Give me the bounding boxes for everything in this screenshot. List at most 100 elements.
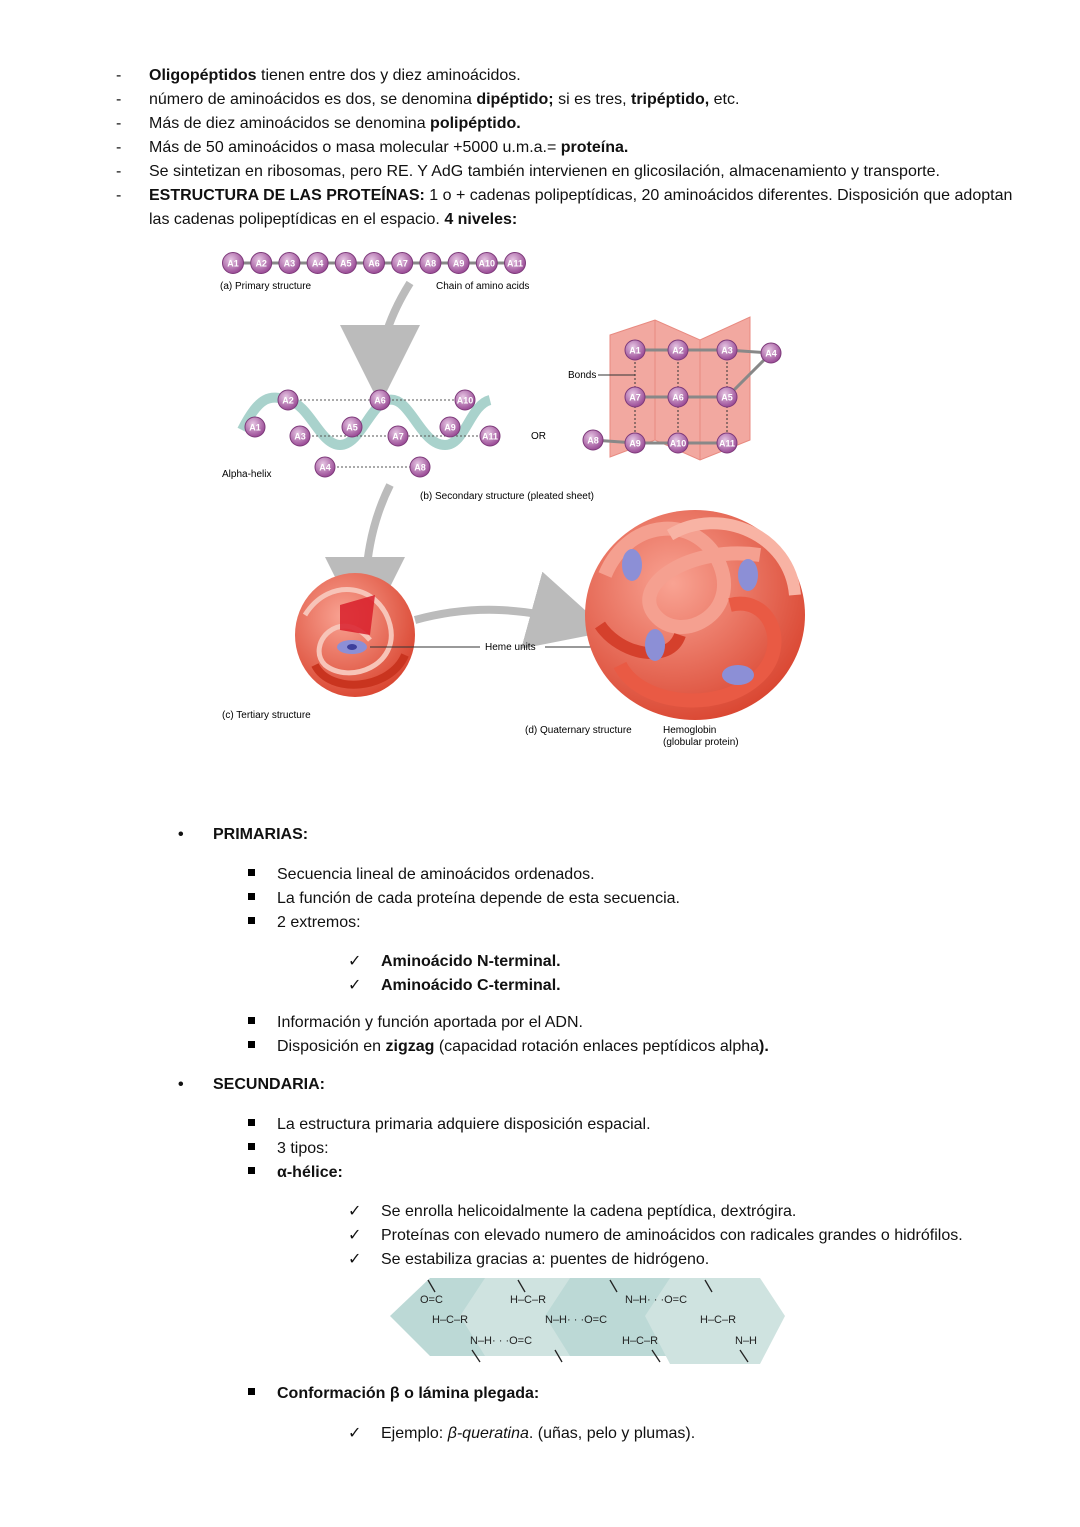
amino-acid-bead: A5	[716, 386, 738, 408]
amino-acid-bead: A6	[363, 252, 385, 274]
amino-acid-bead: A10	[667, 432, 689, 454]
svg-text:A5: A5	[340, 259, 352, 269]
helix-hcr-4: H–C–R	[700, 1314, 736, 1326]
svg-text:A5: A5	[721, 393, 733, 403]
helix-hcr-1: H–C–R	[432, 1314, 468, 1326]
svg-text:A3: A3	[284, 259, 296, 269]
svg-text:A8: A8	[425, 259, 437, 269]
check-icon: ✓	[348, 1423, 362, 1442]
primarias-item-3: 2 extremos:	[248, 911, 361, 935]
intro-item-dipeptido: número de aminoácidos es dos, se denomin…	[116, 88, 1016, 112]
amino-acid-bead: A7	[624, 386, 646, 408]
intro-item-ribosomas: Se sintetizan en ribosomas, pero RE. Y A…	[116, 160, 1016, 184]
chain-label: Chain of amino acids	[436, 281, 529, 292]
svg-text:A5: A5	[346, 423, 358, 433]
svg-text:A8: A8	[587, 436, 599, 446]
svg-text:A9: A9	[444, 423, 456, 433]
bonds-label: Bonds	[568, 370, 596, 381]
svg-text:A7: A7	[396, 259, 408, 269]
svg-text:A6: A6	[368, 259, 380, 269]
helix-hcr-3: H–C–R	[622, 1335, 658, 1347]
amino-acid-bead: A4	[306, 252, 329, 274]
svg-text:A11: A11	[482, 432, 498, 442]
amino-acid-bead: A1	[244, 416, 266, 438]
secundaria-item-1: La estructura primaria adquiere disposic…	[248, 1113, 651, 1137]
amino-acid-bead: A7	[387, 425, 409, 447]
secondary-label: (b) Secondary structure (pleated sheet)	[420, 491, 594, 502]
amino-acid-bead: A8	[419, 252, 442, 274]
alpha-helix-label: Alpha-helix	[222, 469, 271, 480]
amino-acid-bead: A1	[222, 252, 244, 274]
arrow-tertiary-to-quaternary	[413, 571, 609, 649]
intro-item-proteina: Más de 50 aminoácidos o masa molecular +…	[116, 136, 1016, 160]
svg-text:A4: A4	[319, 463, 331, 473]
amino-acid-bead: A3	[289, 425, 311, 447]
primarias-item-2: La función de cada proteína depende de e…	[248, 887, 680, 911]
check-icon: ✓	[348, 975, 362, 994]
check-icon: ✓	[348, 951, 362, 970]
amino-acid-bead: A11	[504, 252, 526, 274]
primarias-item-1: Secuencia lineal de aminoácidos ordenado…	[248, 863, 595, 887]
svg-text:A11: A11	[719, 439, 735, 449]
svg-text:A11: A11	[507, 259, 523, 269]
primarias-item-5: Disposición en zigzag (capacidad rotació…	[248, 1035, 769, 1059]
amino-acid-bead: A9	[624, 432, 646, 454]
svg-text:A10: A10	[457, 396, 474, 406]
helix-hbond-2: N–H· · ·O=C	[545, 1314, 607, 1326]
amino-acid-bead: A5	[334, 252, 357, 274]
helix-oc-1: O=C	[420, 1294, 443, 1306]
svg-text:A7: A7	[392, 432, 404, 442]
secundaria-check-2: ✓Proteínas con elevado numero de aminoác…	[348, 1223, 963, 1248]
tertiary-label: (c) Tertiary structure	[222, 710, 311, 721]
secundaria-check-3: ✓Se estabiliza gracias a: puentes de hid…	[348, 1247, 709, 1272]
amino-acid-bead: A2	[250, 252, 273, 274]
primarias-check-2: ✓Aminoácido C-terminal.	[348, 973, 561, 998]
amino-acid-bead: A10	[454, 389, 476, 411]
amino-acid-bead: A10	[475, 252, 498, 274]
arrow-primary-to-secondary	[340, 280, 421, 405]
helix-hbond-3: N–H· · ·O=C	[625, 1294, 687, 1306]
amino-acid-bead: A5	[341, 416, 363, 438]
check-icon: ✓	[348, 1225, 362, 1244]
quaternary-structure: (d) Quaternary structure Hemoglobin (glo…	[525, 510, 805, 748]
amino-acid-bead: A11	[479, 425, 501, 447]
secundaria-check-1: ✓Se enrolla helicoidalmente la cadena pe…	[348, 1199, 796, 1224]
secundaria-item-3: α-hélice:	[248, 1161, 343, 1185]
svg-text:A4: A4	[765, 349, 777, 359]
svg-text:A8: A8	[414, 463, 426, 473]
secundaria-item-2: 3 tipos:	[248, 1137, 329, 1161]
amino-acid-bead: A6	[369, 389, 391, 411]
amino-acid-bead: A6	[667, 386, 689, 408]
secundaria-item-4: Conformación β o lámina plegada:	[248, 1382, 539, 1406]
amino-acid-bead: A11	[716, 432, 738, 454]
amino-acid-bead: A1	[624, 339, 646, 361]
amino-acid-bead: A9	[439, 416, 461, 438]
svg-text:A9: A9	[629, 439, 641, 449]
amino-acid-bead: A3	[716, 339, 738, 361]
svg-text:A3: A3	[721, 346, 733, 356]
primarias-check-1: ✓Aminoácido N-terminal.	[348, 949, 561, 974]
globular-protein-label: (globular protein)	[663, 737, 739, 748]
amino-acid-bead: A2	[667, 339, 689, 361]
intro-item-polipeptido: Más de diez aminoácidos se denomina poli…	[116, 112, 1016, 136]
amino-acid-bead: A3	[278, 252, 301, 274]
svg-text:A7: A7	[629, 393, 641, 403]
or-label: OR	[531, 431, 546, 442]
intro-item-estructura: ESTRUCTURA DE LAS PROTEÍNAS: 1 o + caden…	[116, 184, 1016, 232]
intro-item-oligopeptidos: Oligopéptidos tienen entre dos y diez am…	[116, 64, 1016, 88]
svg-text:A2: A2	[282, 396, 294, 406]
check-icon: ✓	[348, 1201, 362, 1220]
svg-text:A4: A4	[312, 259, 324, 269]
tertiary-structure: (c) Tertiary structure	[222, 573, 415, 721]
amino-acid-bead: A8	[409, 456, 431, 478]
svg-text:A6: A6	[672, 393, 684, 403]
amino-acid-bead: A9	[447, 252, 470, 274]
svg-text:A2: A2	[672, 346, 684, 356]
primary-label: (a) Primary structure	[220, 281, 312, 292]
helix-nh-1: N–H	[735, 1335, 757, 1347]
svg-text:A9: A9	[453, 259, 465, 269]
svg-text:A10: A10	[479, 259, 496, 269]
svg-text:A2: A2	[255, 259, 267, 269]
